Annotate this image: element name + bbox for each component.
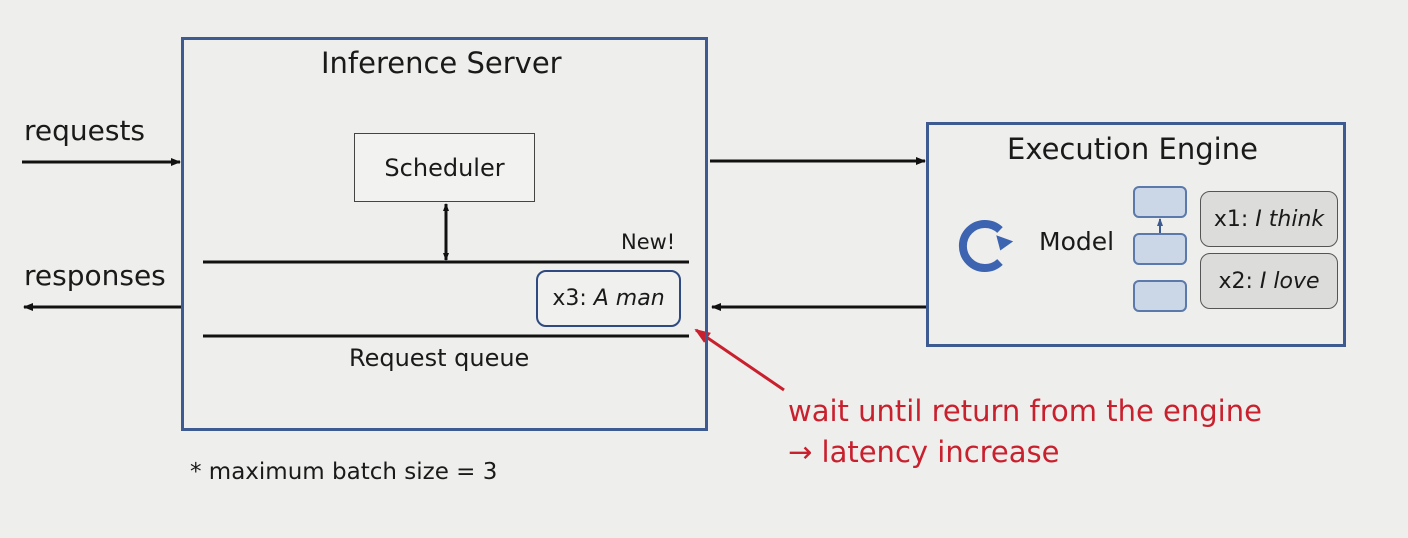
requests-label: requests bbox=[24, 114, 146, 147]
inference-server-box bbox=[181, 37, 708, 431]
batch-item-id: x1: bbox=[1213, 206, 1249, 232]
batch-item-text: I love bbox=[1259, 268, 1320, 294]
annotation-arrow bbox=[694, 328, 785, 392]
annotation-line-1: wait until return from the engine bbox=[788, 394, 1262, 428]
batch-item-id: x2: bbox=[1218, 268, 1253, 294]
batch-item-x2: x2: I love bbox=[1200, 253, 1338, 309]
execution-engine-box bbox=[926, 122, 1346, 347]
responses-label: responses bbox=[24, 259, 166, 292]
request-text: A man bbox=[593, 286, 665, 311]
new-label: New! bbox=[621, 230, 676, 254]
annotation-line-2: → latency increase bbox=[788, 435, 1060, 469]
batch-item-x1: x1: I think bbox=[1200, 191, 1338, 247]
refresh-icon bbox=[958, 220, 1014, 272]
model-layer bbox=[1133, 186, 1187, 218]
scheduler-label: Scheduler bbox=[384, 153, 505, 182]
request-id: x3: bbox=[552, 286, 587, 311]
request-queue-label: Request queue bbox=[349, 344, 530, 372]
scheduler-box: Scheduler bbox=[354, 133, 535, 202]
batch-size-footnote: * maximum batch size = 3 bbox=[190, 459, 498, 485]
inference-server-title: Inference Server bbox=[321, 46, 562, 80]
execution-engine-title: Execution Engine bbox=[1007, 132, 1258, 166]
queued-request-x3: x3: A man bbox=[536, 270, 681, 327]
batch-item-text: I think bbox=[1255, 206, 1325, 232]
model-layer bbox=[1133, 233, 1187, 265]
model-label: Model bbox=[1039, 227, 1115, 256]
model-layer bbox=[1133, 280, 1187, 312]
